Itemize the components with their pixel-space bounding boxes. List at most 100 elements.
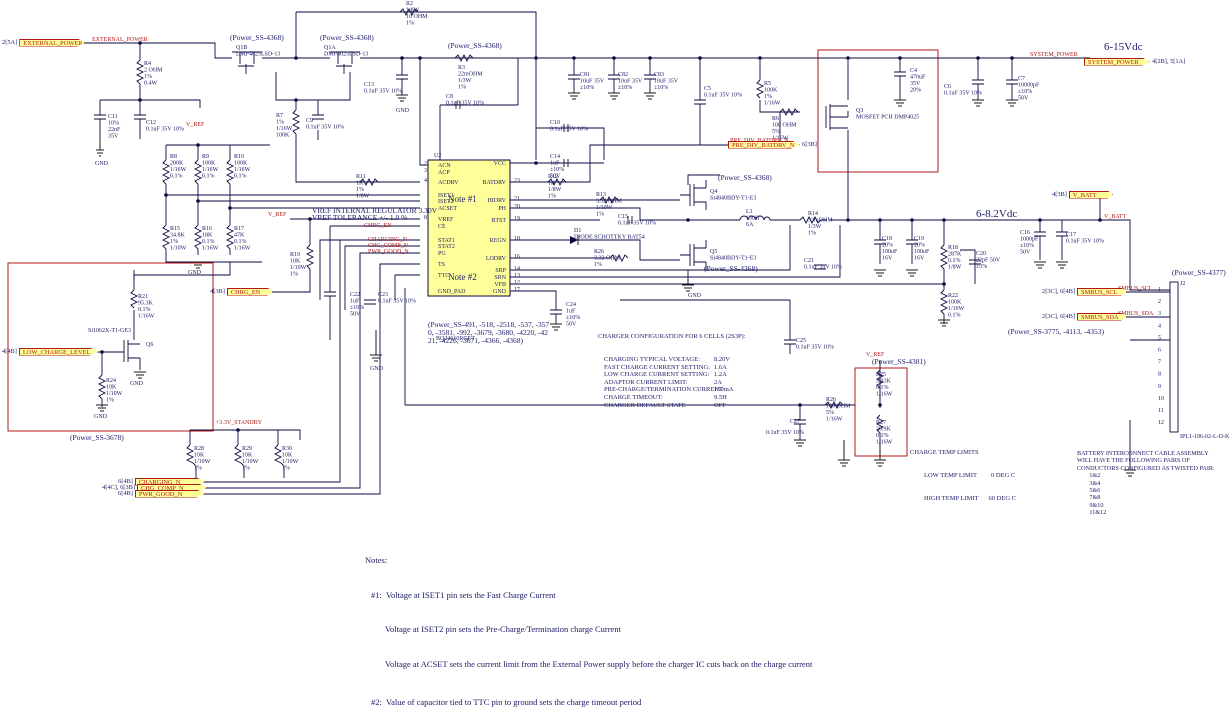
label-c22-line-1: 1uF	[350, 299, 360, 305]
label-r7-line-2: 1/16W	[276, 126, 293, 132]
high-temp-label: HIGH TEMP LIMIT	[924, 494, 979, 502]
j2-pin-12: 12	[1158, 420, 1164, 426]
label-d1-line-1: DIODE SCHOTTKY BAT54	[574, 235, 645, 241]
wire-chgcomp	[188, 253, 361, 489]
label-c4-line-2: 35V	[910, 81, 921, 87]
port-low-charge-ref: 4[4B]	[2, 348, 17, 355]
label-c14-line-3: 50V	[550, 174, 561, 180]
port-pre-div-batdrv-label: PRE_DIV_BATDRV_N	[728, 140, 800, 149]
label-c18-line-2: 100uF	[882, 249, 898, 255]
label-c8-line-0: C8	[446, 94, 453, 100]
label-r18-line-2: 0.1%	[948, 258, 961, 264]
label-r29-line-0: R29	[242, 446, 252, 452]
net-charging-wire: CHARGING_N	[368, 237, 408, 243]
wire-c10	[536, 127, 605, 160]
config-row-1-label: FAST CHARGE CURRENT SETTING:	[604, 363, 710, 371]
j2-pin-1: 1	[1158, 287, 1161, 293]
port-charging-ref: 6[4B]	[118, 478, 133, 485]
label-r11-line-0: R11	[356, 174, 366, 180]
label-c82-line-2: ±10%	[618, 85, 632, 91]
label-r6-line-0: R6	[772, 116, 779, 122]
wire-charging	[188, 240, 341, 483]
label-r5-line-1: 100K	[764, 88, 778, 94]
j2-pin-2: 2	[1158, 299, 1161, 305]
port-vbatt[interactable]: 4[3B]V_BATT	[1050, 190, 1113, 199]
config-row-2: LOW CHARGE CURRENT SETTING:1.2A	[598, 371, 746, 379]
ic-pin-right-srp: SRP	[495, 268, 506, 274]
label-r8-line-0: R8	[170, 154, 177, 160]
label-c24-line-3: 50V	[566, 322, 577, 328]
port-smbus-scl[interactable]: 2[3C], 6[4B]SMBUS_SCL	[1040, 287, 1128, 296]
label-r19-line-3: 1%	[290, 272, 298, 278]
label-c4-line-0: C4	[910, 68, 917, 74]
label-r22-line-2: 1/16W	[948, 306, 965, 312]
j2-pin-11: 11	[1158, 408, 1164, 414]
config-row-6-value: OFF	[714, 401, 726, 409]
ic-pin-left-vref: VREF	[438, 217, 454, 223]
mosfet-symbols	[120, 51, 849, 370]
label-c10-line-1: 0.1uF 35V 10%	[550, 127, 588, 133]
port-smbus-sda[interactable]: 2[3C], 6[4B]SMBUS_SDA	[1040, 312, 1128, 321]
label-c14-line-2: ±10%	[550, 167, 564, 173]
label-c4-line-3: 20%	[910, 88, 921, 94]
label-c17-line-0: C17	[1066, 232, 1076, 238]
ic-pin-right-regn: REGN	[490, 238, 507, 244]
ic-pinnum-left-1: 3	[424, 168, 427, 174]
label-r27-line-3: 1/16W	[876, 440, 893, 446]
wire-ttc	[394, 274, 420, 300]
label-c24-line-1: 1uF	[566, 309, 576, 315]
label-r12-line-3: 1%	[548, 194, 556, 200]
label-c83-line-1: 10uF 35V	[654, 79, 679, 85]
label-r17-line-0: R17	[234, 226, 244, 232]
port-external-power[interactable]: 2[5A]EXTERNAL_POWER	[0, 38, 86, 47]
charger-config-title: CHARGER CONFIGURATION FOR 6 CELLS (2S3P)…	[598, 333, 746, 341]
label-c9-line-0: C9	[306, 118, 313, 124]
q3-group-box	[817, 49, 939, 173]
label-r19-line-0: R19	[290, 252, 300, 258]
config-row-0-value: 8.20V	[714, 355, 731, 363]
label-r6-line-2: 5%	[772, 129, 780, 135]
port-pwr-good[interactable]: 6[4B]PWR_GOOD_N	[116, 489, 205, 498]
label-r16-line-1: 18K	[202, 233, 213, 239]
gnd-label-2: GND	[188, 270, 202, 276]
note-1a: #1: Voltage at ISET1 pin sets the Fast C…	[371, 589, 556, 600]
label-r15-line-2: 1%	[170, 239, 178, 245]
label-c13-line-0: C13	[364, 82, 374, 88]
label-q3-line-0: Q3	[856, 108, 863, 114]
label-c25-line-1: 0.1uF 35V 10%	[796, 345, 834, 351]
label-q1b-line-1: DMP4025LSD-13	[236, 52, 280, 58]
net-v6-8: 6-8.2Vdc	[976, 208, 1017, 220]
connector-j2-body	[1169, 281, 1179, 433]
label-c6-line-0: C6	[944, 84, 951, 90]
label-r17-line-2: 0.1%	[234, 239, 247, 245]
label-r29-line-2: 1/10W	[242, 459, 259, 465]
config-row-5-value: 9.5H	[714, 393, 727, 401]
label-r11-line-3: 1/8W	[356, 194, 370, 200]
label-r21-line-1: 95.3K	[138, 301, 154, 307]
label-r2-line-0: R2	[406, 1, 413, 7]
label-c27-ref: C27	[790, 419, 800, 425]
label-c14-line-1: 1uF	[550, 161, 560, 167]
ic-pin-left-ts: TS	[438, 262, 445, 268]
wire-q1-gate	[275, 72, 297, 110]
label-r16-line-0: R16	[202, 226, 212, 232]
label-c16-line-3: 50V	[1020, 250, 1031, 256]
port-low-charge[interactable]: 4[4B]LOW_CHARGE_LEVEL	[0, 347, 99, 356]
net-vbatt-wire: V_BATT	[1104, 214, 1127, 220]
label-r4-line-0: R4	[144, 61, 151, 67]
ic-refdes: U2	[434, 153, 441, 159]
label-c17-line-1: 0.1uF 35V 10%	[1066, 239, 1104, 245]
label-r7-line-1: 1%	[276, 120, 284, 126]
label-r15-line-3: 1/10W	[170, 246, 187, 252]
label-c27-val: 0.1uF 35V 10%	[766, 430, 804, 436]
wire-acdrv	[295, 140, 420, 183]
port-vbatt-label: V_BATT	[1068, 190, 1113, 199]
wire-srp	[510, 225, 791, 271]
label-c16-line-1: 1000pF	[1020, 237, 1039, 243]
port-chrg-en[interactable]: 4[3B]CHRG_EN	[208, 287, 273, 296]
label-c19-line-3: 16V	[914, 256, 925, 262]
config-row-1-value: 1.6A	[714, 363, 727, 371]
